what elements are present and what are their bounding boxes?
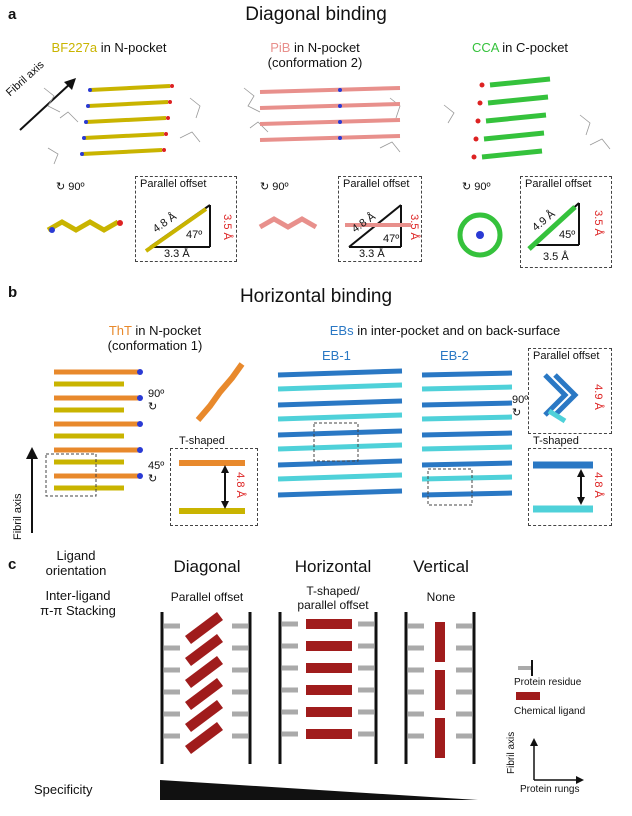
legend-residue-label: Protein residue xyxy=(514,677,582,688)
tht-t-shaped-inset: T-shaped 4.8 Å xyxy=(170,435,258,526)
vertical-schematic xyxy=(404,612,476,764)
bf227a-side-view xyxy=(46,219,123,233)
tht-rotate-90: 90º↻ xyxy=(148,388,165,413)
legend-axes-icon xyxy=(530,738,584,784)
ebs-name: EBs xyxy=(329,323,354,338)
ebs-stack-image xyxy=(277,368,513,506)
column-sub-horizontal: T-shaped/parallel offset xyxy=(297,584,369,612)
pib-parallel-offset-inset: Parallel offset 4.8 Å 47º 3.3 Å 3.5 Å xyxy=(338,176,422,262)
fibril-axis-arrow-b xyxy=(26,447,38,533)
fibril-axis-label-b: Fibril axis xyxy=(12,493,24,540)
bf227a-parallel-offset-inset: Parallel offset 4.8 Å 47º 3.3 Å 3.5 Å xyxy=(135,176,237,262)
tht-rotate-45: 45º↻ xyxy=(148,460,165,485)
ebs-rotate-90: 90º↻ xyxy=(512,394,529,419)
ebs-title: EBs in inter-pocket and on back-surface xyxy=(329,323,561,338)
specificity-wedge xyxy=(160,780,478,800)
tht-rotated-view xyxy=(195,362,245,422)
tht-stack-image xyxy=(45,369,143,497)
rotate-90-a3: ↻ 90º xyxy=(462,181,491,193)
specificity-label: Specificity xyxy=(34,782,93,797)
tht-name: ThT xyxy=(108,323,132,338)
panel-c-letter: c xyxy=(8,556,17,573)
orientation-schematics xyxy=(160,612,476,764)
horizontal-schematic xyxy=(278,612,378,764)
cca-stack-image xyxy=(443,76,611,160)
panel-a-letter: a xyxy=(8,6,17,23)
legend-ligand-label: Chemical ligand xyxy=(514,706,586,717)
tht-title: ThT in N-pocket (conformation 1) xyxy=(107,323,203,353)
bf227a-stack-image xyxy=(43,84,201,165)
panel-b-letter: b xyxy=(8,284,18,301)
ebs-parallel-offset-inset: Parallel offset 4.9 Å xyxy=(528,348,612,434)
panel-a-title: Diagonal binding xyxy=(245,4,387,25)
column-head-horizontal: Horizontal xyxy=(294,557,372,576)
cca-parallel-offset-inset: Parallel offset 4.9 Å 45º 3.5 Å 3.5 Å xyxy=(520,176,612,268)
legend-axis-y-label: Fibril axis xyxy=(506,731,517,774)
column-head-vertical: Vertical xyxy=(413,557,469,576)
pib-name: PiB xyxy=(270,40,291,55)
legend-residue-icon xyxy=(518,660,533,676)
eb1-label: EB-1 xyxy=(322,348,351,363)
column-sub-vertical: None xyxy=(426,590,456,604)
panel-b-title: Horizontal binding xyxy=(239,286,393,307)
fibril-axis-arrow-a xyxy=(19,78,76,131)
pib-stack-image xyxy=(243,86,401,153)
diagonal-schematic xyxy=(160,612,252,764)
legend-ligand-icon xyxy=(516,692,540,700)
column-sub-diagonal: Parallel offset xyxy=(170,590,244,604)
bf227a-name: BF227a xyxy=(51,40,98,55)
cca-side-view xyxy=(457,212,503,258)
pib-title: PiB in N-pocket (conformation 2) xyxy=(267,40,363,70)
bf227a-title: BF227a in N-pocket xyxy=(51,40,167,55)
rotate-90-a1: ↻ 90º xyxy=(56,181,85,193)
eb2-label: EB-2 xyxy=(440,348,469,363)
cca-name: CCA xyxy=(471,40,499,55)
cca-title: CCA in C-pocket xyxy=(471,40,569,55)
rotate-90-a2: ↻ 90º xyxy=(260,181,289,193)
ebs-t-shaped-inset: T-shaped 4.8 Å xyxy=(528,435,612,526)
legend-axis-x-label: Protein rungs xyxy=(520,784,580,795)
column-head-diagonal: Diagonal xyxy=(173,557,241,576)
pib-side-view xyxy=(258,216,318,230)
